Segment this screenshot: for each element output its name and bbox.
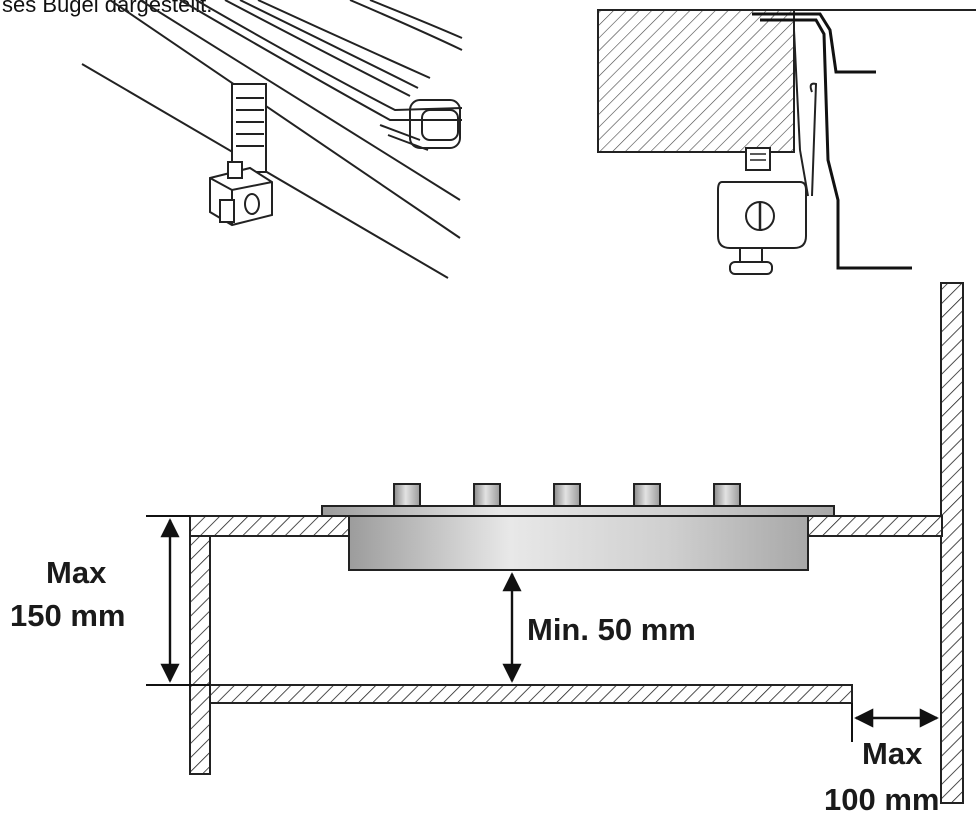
- hob-knob: [713, 483, 741, 507]
- left-cabinet-side: [189, 535, 211, 775]
- dimension-max-height: [146, 515, 210, 686]
- right-wall: [940, 282, 964, 804]
- bracket-detail-right: [597, 9, 976, 275]
- label-max-wall-1: Max: [862, 736, 923, 771]
- label-max-height-2: 150 mm: [10, 598, 126, 633]
- hob: [321, 505, 835, 571]
- dimension-max-wall: [851, 703, 939, 742]
- label-max-wall-2: 100 mm: [824, 782, 940, 817]
- label-min-gap: Min. 50 mm: [527, 612, 696, 647]
- worktop-left: [189, 515, 351, 537]
- hob-knob: [393, 483, 421, 507]
- label-max-height-1: Max: [46, 555, 107, 590]
- bracket-detail-left: [81, 0, 463, 279]
- lower-shelf: [209, 684, 853, 704]
- worktop-right: [807, 515, 943, 537]
- hob-knob: [553, 483, 581, 507]
- hob-knobs: [393, 483, 741, 507]
- hob-knob: [473, 483, 501, 507]
- clamp-bracket-left: [209, 83, 273, 227]
- hob-knob: [633, 483, 661, 507]
